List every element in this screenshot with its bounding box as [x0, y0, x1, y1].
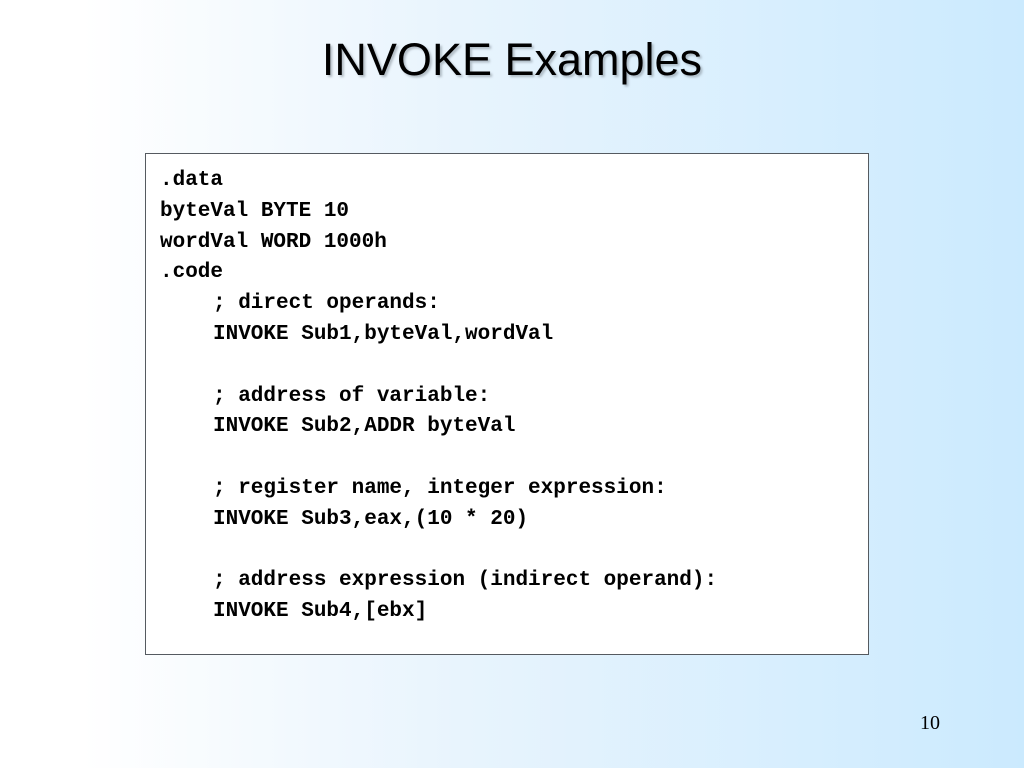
code-box: .data byteVal BYTE 10 wordVal WORD 1000h… — [145, 153, 869, 655]
page-number: 10 — [920, 712, 940, 734]
code-line-invoke-sub3: INVOKE Sub3,eax,(10 * 20) — [213, 507, 529, 531]
code-line-comment-address-expression: ; address expression (indirect operand): — [213, 569, 718, 593]
slide-title: INVOKE Examples — [321, 34, 703, 85]
code-listing: .data byteVal BYTE 10 wordVal WORD 1000h… — [160, 166, 717, 628]
code-line-comment-register-name: ; register name, integer expression: — [213, 476, 667, 500]
code-line-invoke-sub4: INVOKE Sub4,[ebx] — [213, 600, 428, 624]
code-line-data-directive: .data — [160, 169, 224, 192]
code-line-wordval-declaration: wordVal WORD 1000h — [160, 230, 387, 254]
code-line-blank — [160, 351, 717, 382]
code-line-invoke-sub1: INVOKE Sub1,byteVal,wordVal — [213, 322, 554, 346]
code-line-blank — [160, 536, 717, 567]
code-line-comment-direct-operands: ; direct operands: — [213, 292, 440, 316]
code-line-comment-address-of-variable: ; address of variable: — [213, 384, 491, 408]
code-line-invoke-sub2: INVOKE Sub2,ADDR byteVal — [213, 415, 516, 439]
code-line-code-directive: .code — [160, 261, 224, 285]
code-line-byteval-declaration: byteVal BYTE 10 — [160, 199, 350, 223]
code-line-blank — [160, 443, 717, 474]
